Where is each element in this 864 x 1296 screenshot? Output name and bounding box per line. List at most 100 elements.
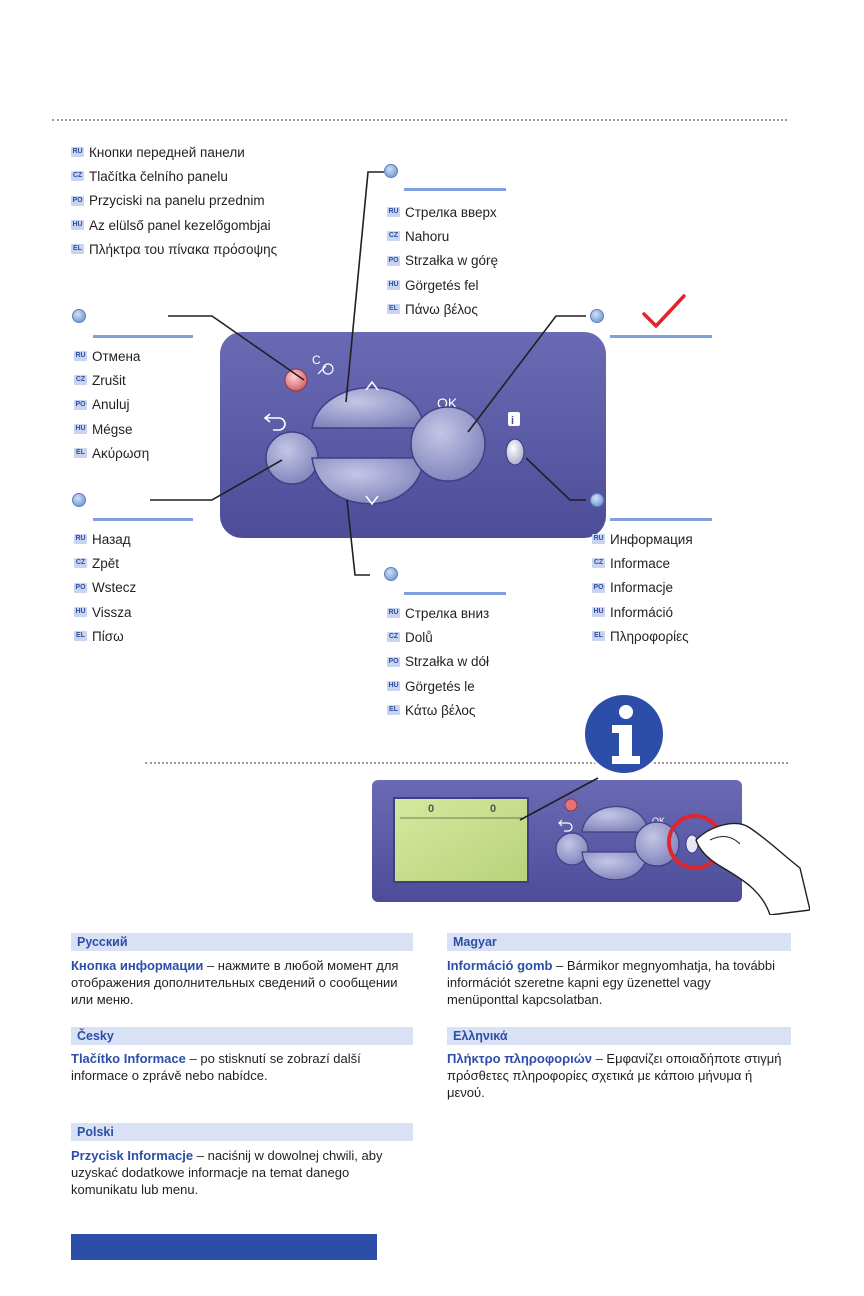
language-badge: RU (592, 534, 605, 545)
display-digit: 0 (428, 803, 434, 815)
finger-illustration (695, 822, 810, 915)
line: – нажмите в любой момент для (206, 958, 399, 973)
callout-text: Anuluj (92, 397, 130, 413)
language-badge: PO (74, 399, 87, 410)
language-badge: HU (592, 607, 605, 618)
section-text-ru: Кнопка информации – нажмите в любой моме… (71, 957, 416, 1008)
info-button (505, 438, 525, 466)
callout-text: Назад (92, 531, 131, 547)
callout-underline (404, 188, 506, 191)
callout-text: Πληροφορίες (610, 628, 689, 644)
section-heading-pl: Polski (71, 1123, 413, 1141)
ok-button (634, 821, 680, 867)
callout-underline (93, 518, 193, 521)
callout-text: Κάτω βέλος (405, 702, 476, 718)
list-item: CZ Nahoru (387, 224, 498, 248)
language-badge: HU (387, 280, 400, 291)
callout-text: Πάνω βέλος (405, 301, 478, 317)
cancel-label: C (312, 353, 321, 367)
info-label: i (511, 415, 514, 427)
callout-bullet (384, 164, 398, 178)
callout-text: Zrušit (92, 372, 126, 388)
language-badge: EL (74, 631, 87, 642)
line: információt szeretne kapni egy üzenettel… (447, 975, 711, 990)
term: Кнопка информации (71, 958, 204, 973)
language-badge: CZ (74, 375, 87, 386)
callout-text: Стрелка вниз (405, 605, 490, 621)
language-badge: EL (74, 448, 87, 459)
language-badge: HU (74, 424, 87, 435)
line: komunikatu lub menu. (71, 1182, 199, 1197)
language-badge: CZ (387, 231, 400, 242)
language-badge: RU (71, 147, 84, 158)
language-badge: PO (74, 582, 87, 593)
callout-text: Görgetés le (405, 678, 475, 694)
callout-bullet (384, 567, 398, 581)
callout-underline (610, 518, 712, 521)
line: – naciśnij w dowolnej chwili, aby (196, 1148, 383, 1163)
cancel-button (284, 368, 308, 392)
list-item: PO Anuluj (74, 393, 149, 417)
heading-text: Przyciski na panelu przednim (89, 193, 265, 209)
footer-bar (71, 1234, 377, 1260)
line: или меню. (71, 992, 134, 1007)
list-item: HU Vissza (74, 600, 136, 624)
callout-text: Informacje (610, 580, 674, 596)
section-heading-hu: Magyar (447, 933, 791, 951)
list-item: EL Ακύρωση (74, 441, 149, 465)
callout-text: Strzałka w górę (405, 253, 499, 269)
ok-button (410, 406, 486, 482)
heading-text: Az elülső panel kezelőgombjai (89, 217, 271, 233)
callout-text: Mégse (92, 421, 133, 437)
list-item: HU Mégse (74, 417, 149, 441)
callout-text: Ακύρωση (92, 445, 150, 461)
term: Przycisk Informacje (71, 1148, 194, 1163)
callout-text: Vissza (92, 604, 132, 620)
language-badge: EL (387, 705, 400, 716)
callout-text: Informace (610, 555, 671, 571)
top-separator (52, 119, 787, 121)
section-text-el: Πλήκτρο πληροφοριών – Εμφανίζει οποιαδήπ… (447, 1050, 792, 1101)
language-badge: HU (74, 607, 87, 618)
checkmark-icon (642, 294, 686, 328)
callout-text: Информация (610, 531, 693, 547)
back-arrow-icon (263, 413, 286, 431)
line: отображения дополнительных сведений о со… (71, 975, 398, 990)
section-text-hu: Információ gomb – Bármikor megnyomhatja,… (447, 957, 792, 1008)
callout-text: Стрелка вверх (405, 204, 497, 220)
list-item: EL Κάτω βέλος (387, 698, 489, 722)
down-arrow-icon (365, 495, 379, 506)
list-item: PO Strzałka w górę (387, 249, 498, 273)
callout-text: Nahoru (405, 228, 450, 244)
language-badge: RU (74, 534, 87, 545)
callout-underline (610, 335, 712, 338)
language-badge: HU (387, 681, 400, 692)
leader-lines (150, 171, 586, 576)
ok-label: OK (652, 816, 665, 826)
stop-icon (322, 363, 334, 375)
language-badge: EL (71, 244, 84, 255)
language-badge: CZ (74, 558, 87, 569)
list-item: CZ Zrušit (74, 368, 149, 392)
list-item: RU Информация (592, 527, 693, 551)
callout-bullet (72, 493, 86, 507)
language-badge: PO (387, 255, 400, 266)
callout-text: Dolů (405, 629, 433, 645)
